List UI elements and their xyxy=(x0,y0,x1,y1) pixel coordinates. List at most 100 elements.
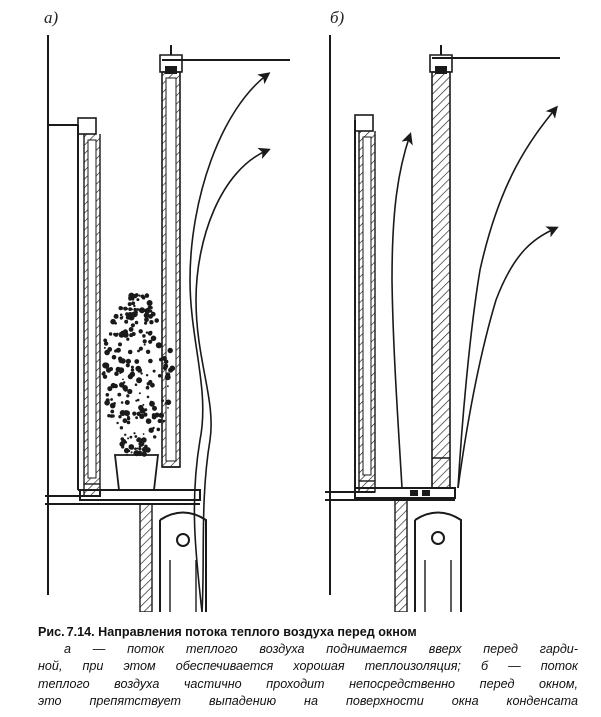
foliage-dot xyxy=(104,400,110,406)
foliage-dot xyxy=(134,359,140,364)
foliage-dot xyxy=(108,332,113,336)
foliage-dot xyxy=(107,347,113,352)
foliage-dot xyxy=(110,382,117,389)
foliage-dot xyxy=(144,321,148,325)
foliage-dot xyxy=(138,329,143,334)
foliage-dot xyxy=(134,383,138,387)
foliage-dot xyxy=(149,309,153,313)
foliage-dot xyxy=(111,414,115,418)
foliage-dot xyxy=(145,374,149,377)
foliage-dot xyxy=(154,318,159,323)
foliage-dot xyxy=(167,347,173,354)
foliage-dot xyxy=(149,320,154,325)
wall-a xyxy=(47,35,78,595)
foliage-dot xyxy=(161,399,164,403)
foliage-dot xyxy=(134,310,138,315)
foliage-dot xyxy=(114,349,118,353)
foliage-dot xyxy=(126,415,130,419)
foliage-dot xyxy=(141,446,148,453)
foliage-dot xyxy=(127,302,132,307)
foliage-dot xyxy=(117,392,122,397)
foliage-dot xyxy=(129,329,132,332)
foliage-dot xyxy=(132,411,137,416)
foliage-dot xyxy=(127,391,130,394)
caption-line-3: теплого воздуха частично проходит непоср… xyxy=(38,676,578,691)
foliage-dot xyxy=(107,414,111,418)
foliage-dot xyxy=(142,339,147,344)
panel-a-label: а) xyxy=(44,8,59,27)
foliage-dot xyxy=(136,377,143,384)
foliage-dot xyxy=(130,323,135,328)
foliage-dot xyxy=(133,432,136,435)
foliage-dot xyxy=(133,307,137,312)
foliage-dot xyxy=(133,450,140,457)
foliage-dot xyxy=(128,292,135,299)
foliage-dot xyxy=(163,363,169,369)
foliage-dot xyxy=(164,374,171,381)
foliage-dot xyxy=(145,349,151,354)
foliage-dot xyxy=(148,314,154,319)
foliage-dot xyxy=(118,356,123,361)
foliage-dot xyxy=(116,421,119,425)
foliage-dot xyxy=(130,365,134,369)
foliage-dot xyxy=(103,341,109,346)
curtain-b xyxy=(429,45,453,489)
foliage-dot xyxy=(136,447,139,450)
foliage-dot xyxy=(124,319,129,324)
foliage-dot xyxy=(122,385,128,391)
foliage-dot xyxy=(127,312,132,317)
foliage-dot xyxy=(119,316,123,320)
foliage-dot xyxy=(157,418,162,424)
foliage-dot xyxy=(161,356,167,361)
foliage-dot xyxy=(155,342,162,349)
foliage-dot xyxy=(162,419,166,423)
foliage-dot xyxy=(139,413,145,419)
foliage-dot xyxy=(127,349,133,355)
foliage-dot xyxy=(143,334,146,338)
foliage-dot xyxy=(136,298,140,302)
foliage-dot xyxy=(119,313,123,317)
foliage-dot xyxy=(118,342,122,347)
foliage-dot xyxy=(135,416,139,420)
foliage-dot xyxy=(147,331,153,336)
foliage-dot xyxy=(118,367,125,374)
foliage-dot xyxy=(151,414,157,420)
foliage-dot xyxy=(142,403,145,406)
foliage-dot xyxy=(167,407,169,409)
foliage-dot xyxy=(137,349,140,353)
foliage-dot xyxy=(142,296,145,299)
foliage-dot xyxy=(148,379,153,385)
window-glass-b xyxy=(358,131,376,481)
airflow-diagram xyxy=(45,35,560,613)
foliage-dot xyxy=(148,358,153,364)
foliage-dot xyxy=(107,386,113,392)
foliage-dot xyxy=(126,394,130,398)
foliage-dot xyxy=(127,373,134,380)
foliage-dot xyxy=(109,402,116,409)
foliage-dot xyxy=(143,412,148,417)
foliage-dot xyxy=(150,335,157,342)
foliage-dot xyxy=(124,410,127,412)
radiator-b xyxy=(394,499,462,613)
foliage-dot xyxy=(145,418,152,425)
foliage-dot xyxy=(134,320,139,325)
foliage-dot xyxy=(110,398,113,401)
radiator-a xyxy=(139,503,207,613)
foliage-dot xyxy=(159,357,163,362)
sill-a xyxy=(45,483,201,505)
foliage-dot xyxy=(133,304,136,308)
panel-a xyxy=(45,35,290,613)
foliage-dot xyxy=(126,337,130,341)
foliage-dot xyxy=(144,308,151,314)
foliage-dot xyxy=(164,402,168,405)
panel-b xyxy=(325,35,560,613)
foliage-dot xyxy=(153,435,157,439)
caption-number: 7.14. xyxy=(66,625,95,639)
foliage-dot xyxy=(143,312,150,319)
foliage-dot xyxy=(126,453,129,456)
plant-pot-a xyxy=(113,454,160,491)
caption-line-2: ной, при этом обеспечивается хорошая теп… xyxy=(38,659,578,674)
foliage-dot xyxy=(122,332,129,338)
foliage-dot xyxy=(156,427,161,432)
airflow-arrow-b3 xyxy=(391,132,413,489)
